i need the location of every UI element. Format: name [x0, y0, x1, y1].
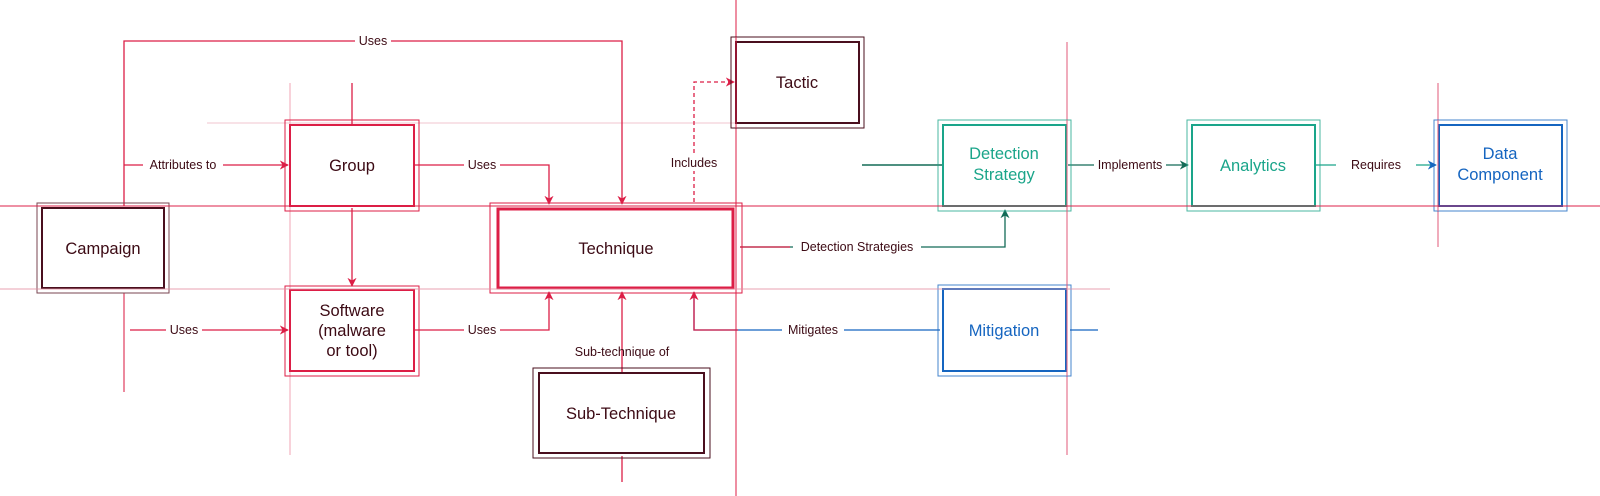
node-detection-strategy-label-2: Strategy: [973, 166, 1035, 184]
node-data-component-label-2: Component: [1457, 166, 1543, 184]
edge-mitigates-red-part: [689, 291, 738, 331]
label-mitigates: Mitigates: [788, 323, 838, 337]
node-mitigation-label: Mitigation: [969, 322, 1040, 340]
label-sub-technique-of: Sub-technique of: [575, 345, 670, 359]
edge-technique-includes-tactic: [693, 77, 735, 202]
node-campaign[interactable]: Campaign: [36, 202, 170, 294]
node-software-label-1: Software: [319, 302, 384, 320]
node-campaign-label: Campaign: [65, 240, 140, 258]
label-detection-strategies: Detection Strategies: [801, 240, 914, 254]
node-sub-technique-label: Sub-Technique: [566, 405, 676, 423]
node-tactic[interactable]: Tactic: [730, 36, 865, 129]
label-requires: Requires: [1351, 158, 1401, 172]
node-mitigation[interactable]: Mitigation: [937, 284, 1072, 377]
node-sub-technique[interactable]: Sub-Technique: [532, 367, 711, 459]
node-software-label-3: or tool): [326, 342, 377, 360]
label-group-uses-technique: Uses: [468, 158, 496, 172]
label-software-uses-technique: Uses: [468, 323, 496, 337]
label-implements: Implements: [1098, 158, 1163, 172]
label-campaign-uses-technique: Uses: [359, 34, 387, 48]
node-data-component[interactable]: Data Component: [1433, 119, 1568, 212]
edge-group-uses-technique: [414, 164, 554, 205]
node-tactic-label: Tactic: [776, 74, 818, 92]
label-campaign-uses-software: Uses: [170, 323, 198, 337]
node-technique-label: Technique: [578, 240, 653, 258]
edge-labels: Uses Attributes to Uses Uses Uses Includ…: [143, 33, 1416, 359]
node-technique[interactable]: Technique: [489, 202, 743, 294]
node-detection-strategy[interactable]: Detection Strategy: [937, 119, 1072, 212]
node-software[interactable]: Software (malware or tool): [284, 285, 420, 377]
node-group-label: Group: [329, 157, 375, 175]
node-analytics-label: Analytics: [1220, 157, 1286, 175]
label-includes: Includes: [671, 156, 718, 170]
label-attributes-to: Attributes to: [150, 158, 217, 172]
node-data-component-label-1: Data: [1483, 145, 1519, 163]
node-group[interactable]: Group: [284, 119, 420, 212]
node-software-label-2: (malware: [318, 322, 386, 340]
node-detection-strategy-label-1: Detection: [969, 145, 1039, 163]
edge-software-uses-technique: [414, 291, 554, 331]
node-analytics[interactable]: Analytics: [1186, 119, 1321, 212]
